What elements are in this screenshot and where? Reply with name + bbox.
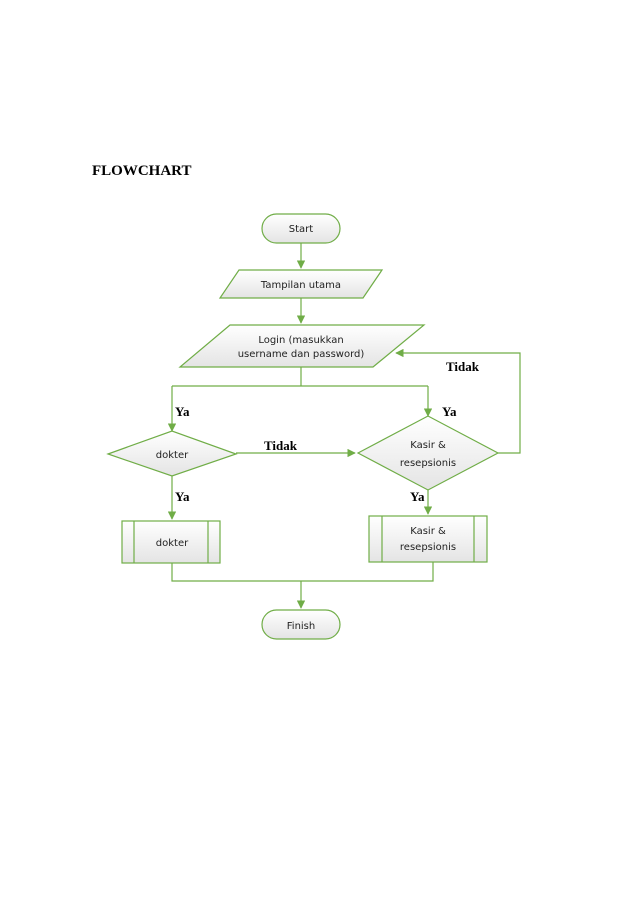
main-display-parallelogram	[218, 269, 384, 299]
cashier-decision-label-line2: resepsionis	[400, 458, 456, 469]
connectors	[167, 243, 521, 609]
login-parallelogram	[178, 324, 426, 368]
edge-label-doctor-to-process: Ya	[175, 489, 190, 504]
cashier-predefined-process	[368, 515, 488, 563]
page-title: FLOWCHART	[92, 163, 192, 179]
finish-terminator	[261, 609, 341, 640]
doctor-predefined-process	[121, 520, 221, 564]
start-terminator	[261, 213, 341, 244]
doctor-process-label: dokter	[156, 538, 189, 549]
cashier-decision-diamond	[356, 415, 500, 491]
doctor-decision-diamond	[106, 430, 238, 477]
finish-label: Finish	[287, 621, 315, 632]
login-label-line2: username dan password)	[238, 349, 365, 360]
edge-label-doctor-to-cashier: Tidak	[264, 438, 298, 453]
edge-label-login-to-cashier: Ya	[442, 404, 457, 419]
edge-cashier-loop-to-login	[395, 348, 521, 454]
login-label-line1: Login (masukkan	[258, 335, 343, 346]
edge-label-login-to-doctor: Ya	[175, 404, 190, 419]
start-label: Start	[289, 224, 314, 235]
edge-label-cashier-to-login: Tidak	[446, 359, 480, 374]
doctor-decision-label: dokter	[156, 450, 189, 461]
cashier-process-label-line1: Kasir &	[410, 526, 446, 537]
edge-label-cashier-to-process: Ya	[410, 489, 425, 504]
cashier-decision-label-line1: Kasir &	[410, 440, 446, 451]
main-display-label: Tampilan utama	[260, 280, 341, 291]
cashier-process-label-line2: resepsionis	[400, 542, 456, 553]
edge-doctor-process-down	[171, 562, 434, 582]
